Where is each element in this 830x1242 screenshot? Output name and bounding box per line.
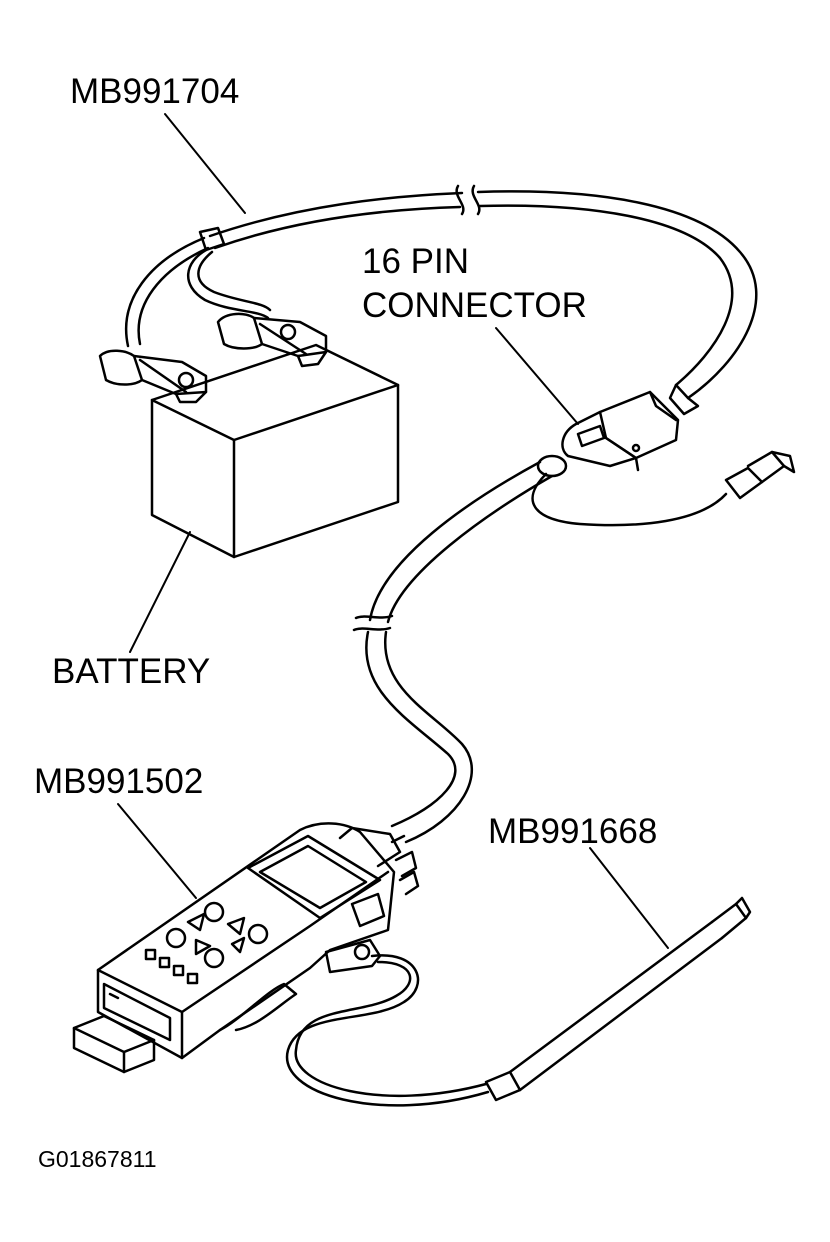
leader-lines (117, 113, 669, 949)
sixteen-pin-connector-icon (536, 383, 700, 478)
probe-lead (285, 896, 752, 1107)
side-lead (531, 450, 796, 527)
label-mb991704: MB991704 (70, 72, 240, 111)
label-mb991502: MB991502 (34, 762, 204, 801)
battery-icon (150, 343, 400, 559)
main-cable (198, 184, 758, 400)
clamp-leads (125, 236, 272, 348)
left-clamp-icon (98, 349, 208, 404)
label-battery: BATTERY (52, 652, 211, 691)
right-clamp-icon (216, 312, 328, 368)
tester-device-icon (72, 822, 420, 1074)
label-16-pin: 16 PIN (362, 242, 469, 281)
label-mb991668: MB991668 (488, 812, 658, 851)
tester-cable (352, 460, 554, 844)
label-connector: CONNECTOR (362, 286, 587, 325)
figure-id: G01867811 (38, 1146, 157, 1172)
